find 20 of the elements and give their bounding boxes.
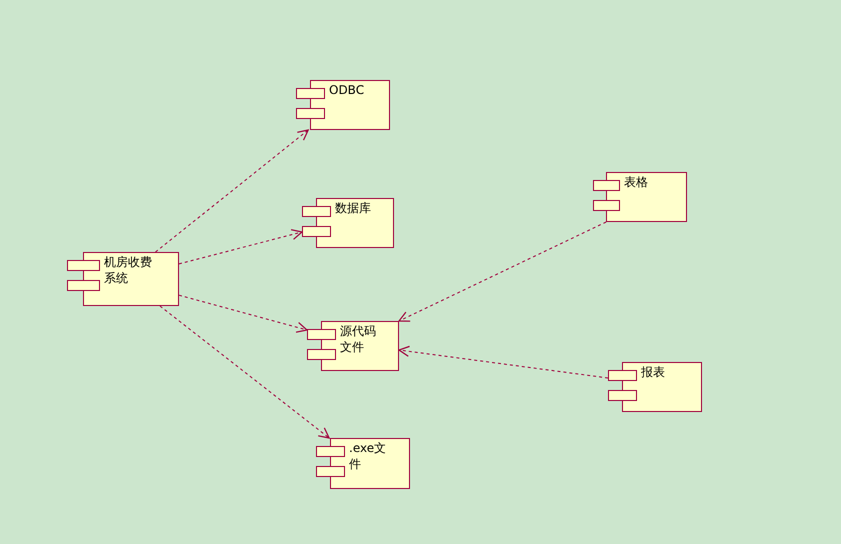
- component-box: [302, 198, 394, 248]
- dependency-arrow: [178, 229, 303, 264]
- dependency-arrow: [154, 129, 309, 252]
- component-label: ODBC: [329, 82, 366, 98]
- component-box: [296, 80, 390, 130]
- component-box: [307, 321, 399, 371]
- dependency-arrow: [159, 306, 330, 439]
- dependency-arrow: [398, 222, 607, 322]
- component-label: 报表: [641, 364, 666, 380]
- component-label: .exe文件: [349, 440, 388, 472]
- dependency-arrow: [178, 294, 308, 333]
- component-label: 表格: [624, 174, 649, 190]
- component-box: [593, 172, 687, 222]
- component-box: [608, 362, 702, 412]
- dependency-arrow: [398, 346, 608, 378]
- component-label: 数据库: [335, 200, 372, 216]
- component-label: 源代码文件: [340, 323, 377, 355]
- component-box: [67, 252, 179, 306]
- component-box: [316, 438, 410, 489]
- component-label: 机房收费系统: [104, 254, 153, 286]
